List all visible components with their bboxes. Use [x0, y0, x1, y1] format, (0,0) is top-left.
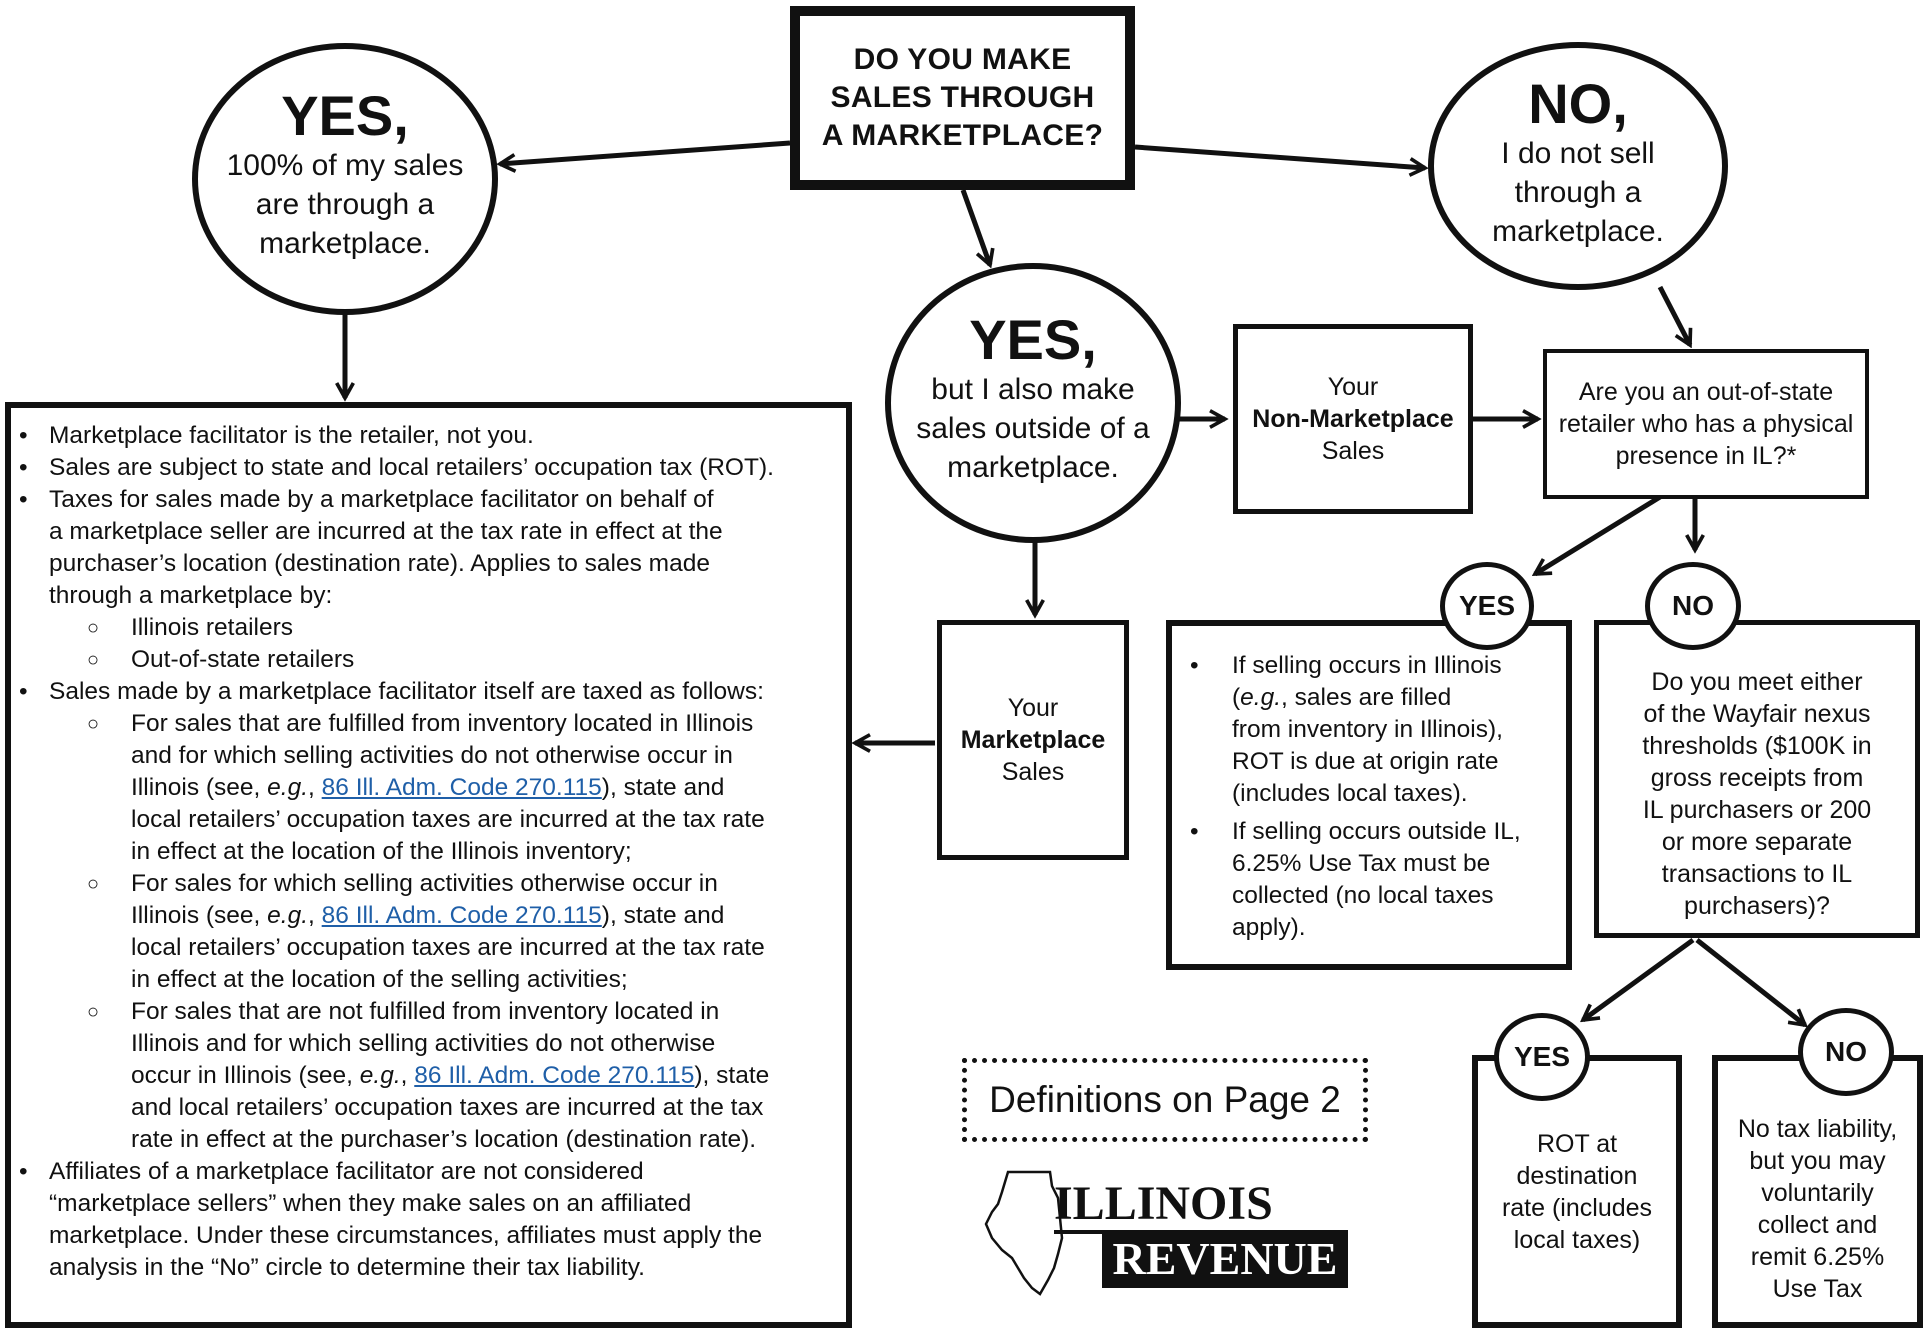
logo-revenue-text: REVENUE	[1102, 1230, 1348, 1288]
no-heading: NO,	[1528, 72, 1628, 136]
rule-item: Sales made by a marketplace facilitator …	[19, 676, 828, 1156]
yes-also-line1: but I also make	[931, 372, 1135, 406]
wayfair-question-box: Do you meet either of the Wayfair nexus …	[1594, 620, 1920, 938]
non-mkt-line2: Non-Marketplace	[1252, 405, 1454, 433]
arrow-q-to-yes	[1535, 494, 1662, 577]
definitions-note-box: Definitions on Page 2	[962, 1058, 1368, 1142]
title-line2: SALES THROUGH	[830, 81, 1095, 114]
no-liability-line: but you may	[1749, 1146, 1886, 1175]
no-marketplace-circle: NO, I do not sell through a marketplace.	[1428, 42, 1728, 290]
physical-presence-no-circle: NO	[1645, 562, 1741, 650]
rule-subitem: Illinois retailers	[87, 612, 828, 644]
no-liability-line: collect and	[1757, 1210, 1878, 1239]
yes-all-heading: YES,	[281, 84, 409, 148]
rule-item: Sales are subject to state and local ret…	[19, 452, 828, 484]
rule-subitem: For sales for which selling activities o…	[87, 868, 828, 996]
no-line1: I do not sell	[1501, 136, 1655, 170]
yes-all-line3: marketplace.	[259, 226, 431, 260]
no-liability-line: No tax liability,	[1737, 1114, 1898, 1143]
rule-sublist: For sales that are fulfilled from invent…	[49, 708, 828, 1156]
rule-item: Taxes for sales made by a marketplace fa…	[19, 484, 828, 676]
yes-list-item: If selling occurs in Illinois (e.g., sal…	[1190, 650, 1556, 810]
no-liability-line: remit 6.25%	[1750, 1242, 1885, 1271]
out-of-state-question-box: Are you an out-of-state retailer who has…	[1543, 349, 1869, 499]
title-line3: A MARKETPLACE?	[821, 119, 1104, 152]
marketplace-sales-box: Your Marketplace Sales	[937, 620, 1129, 860]
arrow-wayfair-to-yes	[1583, 937, 1695, 1020]
oos-line1: Are you an out-of-state	[1578, 378, 1834, 406]
rot-destination-box: ROT at destination rate (includes local …	[1472, 1055, 1682, 1328]
yes-all-line1: 100% of my sales	[226, 148, 464, 182]
arrow-no-down	[1657, 285, 1690, 345]
rot-line: destination	[1516, 1161, 1638, 1190]
no-liability-line: voluntarily	[1761, 1178, 1874, 1207]
rot-line: ROT at	[1536, 1129, 1618, 1158]
arrow-title-to-yes-all	[500, 140, 791, 164]
wayfair-line: purchasers)?	[1684, 892, 1830, 920]
illinois-revenue-logo: ILLINOIS REVENUE	[978, 1168, 1350, 1298]
yes-also-line3: marketplace.	[947, 450, 1119, 484]
wayfair-line: transactions to IL	[1661, 860, 1853, 888]
wayfair-yes-circle: YES	[1494, 1013, 1590, 1101]
no-line3: marketplace.	[1492, 214, 1664, 248]
illinois-state-outline-icon	[984, 1170, 1064, 1296]
wayfair-line: of the Wayfair nexus	[1643, 700, 1871, 728]
wayfair-line: gross receipts from	[1650, 764, 1864, 792]
regulation-link[interactable]: 86 Ill. Adm. Code 270.115	[321, 774, 602, 801]
rule-subitem: Out-of-state retailers	[87, 644, 828, 676]
arrow-wayfair-to-no	[1695, 938, 1805, 1025]
logo-illinois-text: ILLINOIS	[1054, 1178, 1277, 1234]
no-liability-line: Use Tax	[1772, 1274, 1863, 1303]
rule-subitem: For sales that are fulfilled from invent…	[87, 708, 828, 868]
main-question-box: DO YOU MAKE SALES THROUGH A MARKETPLACE?	[790, 6, 1135, 190]
oos-line2: retailer who has a physical	[1558, 410, 1854, 438]
physical-presence-yes-list: If selling occurs in Illinois (e.g., sal…	[1172, 650, 1556, 944]
non-marketplace-sales-box: Your Non-Marketplace Sales	[1233, 324, 1473, 514]
wayfair-line: IL purchasers or 200	[1642, 796, 1872, 824]
rule-item: Affiliates of a marketplace facilitator …	[19, 1156, 828, 1284]
rule-subitem: For sales that are not fulfilled from in…	[87, 996, 828, 1156]
rot-line: local taxes)	[1513, 1225, 1641, 1254]
title-line1: DO YOU MAKE	[853, 43, 1072, 76]
yes-list-item: If selling occurs outside IL, 6.25% Use …	[1190, 816, 1556, 944]
yes-also-line2: sales outside of a	[916, 411, 1150, 445]
wayfair-line: thresholds ($100K in	[1642, 732, 1872, 760]
physical-presence-yes-box: If selling occurs in Illinois (e.g., sal…	[1166, 620, 1572, 970]
yes-also-heading: YES,	[969, 308, 1097, 372]
rules-list: Marketplace facilitator is the retailer,…	[11, 420, 828, 1284]
definitions-text: Definitions on Page 2	[989, 1079, 1341, 1120]
wayfair-line: Do you meet either	[1651, 668, 1863, 696]
yes-also-outside-circle: YES, but I also make sales outside of a …	[885, 263, 1181, 543]
physical-presence-yes-circle: YES	[1440, 562, 1534, 650]
no-line2: through a	[1514, 175, 1642, 209]
mkt-line2: Marketplace	[960, 726, 1106, 754]
arrow-title-to-no	[1134, 144, 1425, 168]
rot-line: rate (includes	[1501, 1193, 1653, 1222]
marketplace-rules-box: Marketplace facilitator is the retailer,…	[5, 402, 852, 1328]
rule-sublist: Illinois retailers Out-of-state retailer…	[49, 612, 828, 676]
no-tax-liability-box: No tax liability, but you may voluntaril…	[1712, 1055, 1923, 1328]
arrow-title-to-yes-also	[960, 189, 990, 265]
wayfair-line: or more separate	[1661, 828, 1853, 856]
regulation-link[interactable]: 86 Ill. Adm. Code 270.115	[414, 1062, 695, 1089]
oos-line3: presence in IL?*	[1615, 442, 1797, 470]
non-mkt-line1: Your	[1327, 373, 1379, 401]
mkt-line1: Your	[1007, 694, 1059, 722]
mkt-line3: Sales	[1001, 758, 1065, 786]
wayfair-no-circle: NO	[1798, 1008, 1894, 1096]
regulation-link[interactable]: 86 Ill. Adm. Code 270.115	[321, 902, 602, 929]
yes-all-marketplace-circle: YES, 100% of my sales are through a mark…	[192, 43, 498, 315]
rule-item: Marketplace facilitator is the retailer,…	[19, 420, 828, 452]
yes-all-line2: are through a	[255, 187, 435, 221]
non-mkt-line3: Sales	[1321, 437, 1385, 465]
